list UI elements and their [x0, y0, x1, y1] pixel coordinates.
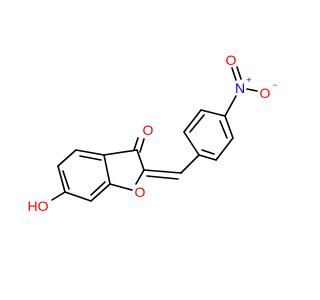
bonds	[51, 66, 258, 202]
nitro-oxygen-top-label: O	[226, 52, 237, 68]
bond	[64, 191, 92, 202]
bond	[51, 191, 66, 201]
bond	[183, 131, 200, 156]
bond	[146, 175, 179, 180]
bond	[189, 114, 205, 133]
bond	[183, 109, 202, 133]
bond	[201, 149, 215, 155]
bond	[62, 170, 70, 190]
nitro-nitrogen-label: N	[235, 80, 245, 96]
bond	[200, 109, 226, 117]
bond	[246, 88, 258, 92]
ring-oxygen-label: O	[135, 184, 146, 200]
oxygen-charge-label: −	[272, 80, 277, 90]
bond	[224, 115, 234, 139]
bond	[103, 149, 138, 156]
bond	[133, 137, 139, 151]
bond	[219, 120, 228, 139]
atom-labels: O O HO N + O O −	[28, 52, 278, 214]
bond	[139, 138, 145, 153]
molecule-structure: O O HO N + O O −	[28, 52, 278, 214]
bond	[224, 95, 237, 117]
bond	[75, 149, 105, 156]
bond	[236, 66, 242, 80]
bond	[79, 155, 102, 161]
structure-canvas: O O HO N + O O −	[28, 52, 278, 214]
bond	[231, 67, 237, 81]
bond	[136, 149, 145, 171]
carbonyl-oxygen-label: O	[143, 122, 154, 138]
bond	[90, 181, 106, 196]
bond	[180, 154, 200, 174]
bond	[90, 183, 111, 202]
bond	[143, 169, 182, 174]
bond	[57, 165, 66, 193]
bond	[103, 154, 111, 185]
bond	[109, 183, 133, 191]
bond	[57, 149, 77, 167]
bond	[198, 154, 217, 161]
hydroxyl-label: HO	[28, 198, 49, 214]
nitrogen-charge-label: +	[246, 75, 251, 85]
nitro-oxygen-right-label: O	[260, 85, 271, 101]
bond	[215, 137, 234, 161]
bond	[135, 169, 145, 185]
